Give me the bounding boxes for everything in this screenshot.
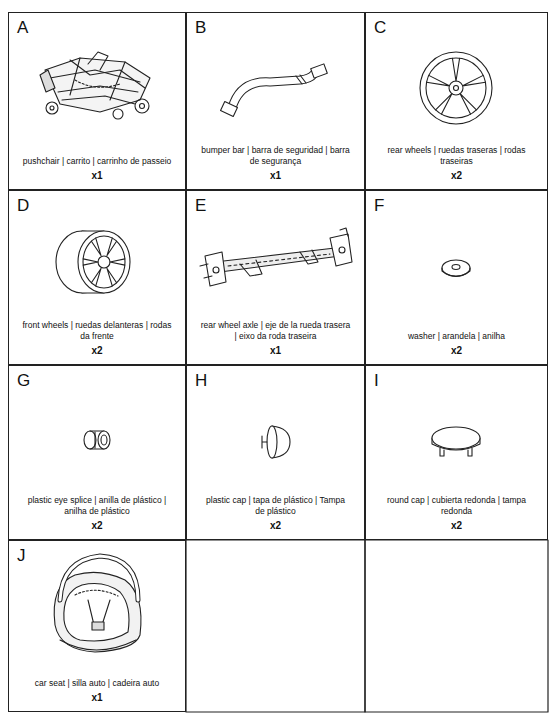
part-cell: Crear wheels | ruedas traseras | rodas t… (365, 12, 548, 190)
eye-splice-figure (84, 431, 110, 449)
quantity: x2 (187, 520, 364, 531)
quantity: x2 (9, 520, 185, 531)
part-cell: Dfront wheels | ruedas delanteras | roda… (8, 190, 186, 365)
item-letter: I (374, 372, 379, 389)
empty-cell (186, 540, 365, 712)
part-name: rear wheel axle | eje de la rueda traser… (201, 320, 351, 342)
wheel-spoke (91, 268, 101, 285)
part-name: round cap | cubierta redonda | tampa red… (382, 495, 532, 517)
part-cell: Apushchair | carrito | carrinho de passe… (8, 12, 186, 190)
part-caption: rear wheels | ruedas traseras | rodas tr… (366, 145, 547, 181)
wheel-spoke (83, 259, 98, 265)
part-name: pushchair | carrito | carrinho de passei… (22, 156, 172, 167)
item-letter: H (195, 372, 207, 389)
part-cell: Jcar seat | silla auto | cadeira auto x1 (8, 540, 186, 712)
quantity: x1 (9, 692, 185, 703)
round-cap-figure (432, 427, 480, 456)
plastic-cap-figure (262, 426, 290, 458)
part-cell: Gplastic eye splice | anilla de plástico… (8, 365, 186, 540)
wheel-spoke (460, 94, 476, 115)
item-letter: J (17, 547, 26, 564)
washer-figure (442, 260, 470, 277)
pushchair-figure (40, 52, 150, 119)
front-wheels-figure (56, 231, 130, 293)
rear-wheel-figure (420, 52, 492, 124)
part-caption: washer | arandela | anilha x2 (366, 331, 547, 356)
part-cell: Iround cap | cubierta redonda | tampa re… (365, 365, 548, 540)
rear-wheel-axle-figure (200, 228, 352, 286)
part-cell: Erear wheel axle | eje de la rueda trase… (186, 190, 365, 365)
quantity: x1 (187, 345, 364, 356)
item-letter: A (17, 19, 28, 36)
part-name: front wheels | ruedas delanteras | rodas… (22, 320, 172, 342)
quantity: x1 (9, 170, 185, 181)
part-caption: bumper bar | barra de seguridad | barra … (187, 145, 364, 181)
wheel-spoke (107, 268, 117, 285)
item-letter: B (195, 19, 206, 36)
part-cell: Fwasher | arandela | anilha x2 (365, 190, 548, 365)
part-name: car seat | silla auto | cadeira auto (22, 678, 172, 689)
item-letter: E (195, 197, 206, 214)
wheel-spoke (452, 58, 459, 81)
part-name: washer | arandela | anilha (382, 331, 532, 342)
car-seat-figure (54, 556, 141, 652)
quantity: x2 (9, 345, 185, 356)
item-letter: G (17, 372, 30, 389)
part-caption: car seat | silla auto | cadeira auto x1 (9, 678, 185, 703)
wheel-spoke (107, 238, 117, 255)
part-caption: rear wheel axle | eje de la rueda traser… (187, 320, 364, 356)
part-name: plastic cap | tapa de plástico | Tampa d… (201, 495, 351, 517)
part-cell: Hplastic cap | tapa de plástico | Tampa … (186, 365, 365, 540)
wheel-spoke (110, 259, 125, 265)
part-name: plastic eye splice | anilla de plástico … (22, 495, 172, 517)
part-cell: Bbumper bar | barra de seguridad | barra… (186, 12, 365, 190)
bumper-bar-figure (221, 64, 328, 117)
part-caption: pushchair | carrito | carrinho de passei… (9, 156, 185, 181)
part-caption: front wheels | ruedas delanteras | rodas… (9, 320, 185, 356)
part-name: rear wheels | ruedas traseras | rodas tr… (382, 145, 532, 167)
empty-cell (365, 540, 548, 712)
part-caption: plastic eye splice | anilla de plástico … (9, 495, 185, 531)
quantity: x2 (366, 170, 547, 181)
item-letter: D (17, 197, 29, 214)
part-caption: round cap | cubierta redonda | tampa red… (366, 495, 547, 531)
item-letter: F (374, 197, 384, 214)
part-caption: plastic cap | tapa de plástico | Tampa d… (187, 495, 364, 531)
wheel-spoke (436, 94, 452, 115)
item-letter: C (374, 19, 386, 36)
wheel-spoke (427, 75, 450, 85)
quantity: x2 (366, 345, 547, 356)
part-name: bumper bar | barra de seguridad | barra … (201, 145, 351, 167)
quantity: x1 (187, 170, 364, 181)
wheel-spoke (463, 75, 486, 85)
quantity: x2 (366, 520, 547, 531)
wheel-spoke (91, 238, 101, 255)
